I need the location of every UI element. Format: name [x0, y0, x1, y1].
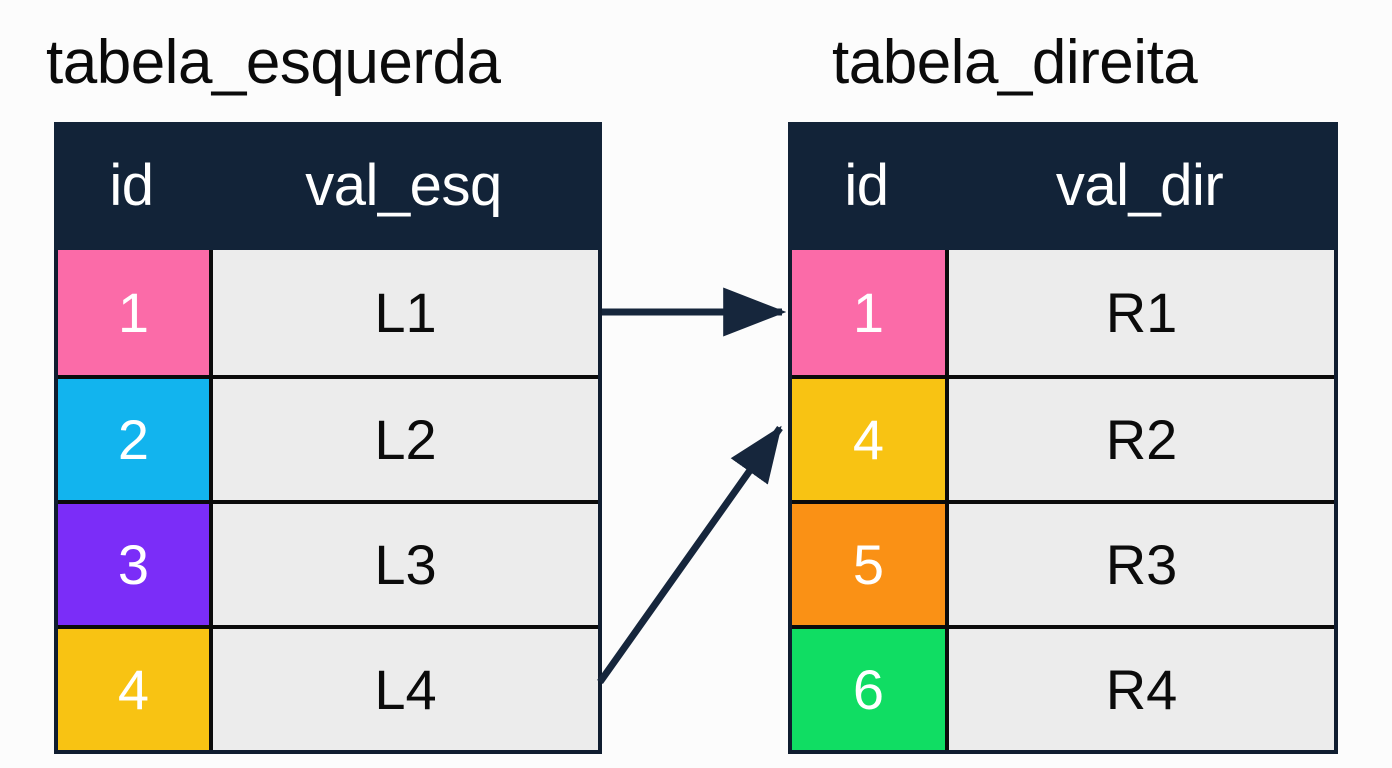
- table-row: 3 L3: [58, 500, 598, 625]
- left-row-2-id: 2: [58, 375, 209, 500]
- left-row-4-value: L4: [209, 625, 598, 750]
- table-row: 1 L1: [58, 250, 598, 375]
- left-table: id val_esq 1 L1 2 L2 3 L3 4 L4: [54, 122, 602, 754]
- right-row-3-value: R3: [945, 500, 1334, 625]
- left-row-3-value: L3: [209, 500, 598, 625]
- table-row: 5 R3: [792, 500, 1334, 625]
- left-row-4-id: 4: [58, 625, 209, 750]
- right-table-title: tabela_direita: [832, 28, 1198, 97]
- right-header-id: id: [844, 153, 889, 218]
- left-header-value: val_esq: [305, 153, 502, 218]
- left-table-title: tabela_esquerda: [46, 28, 501, 97]
- table-row: 2 L2: [58, 375, 598, 500]
- right-row-1-id: 1: [792, 250, 945, 375]
- left-row-3-id: 3: [58, 500, 209, 625]
- right-row-1-value: R1: [945, 250, 1334, 375]
- left-table-body: 1 L1 2 L2 3 L3 4 L4: [54, 250, 602, 754]
- table-row: 6 R4: [792, 625, 1334, 750]
- right-table-header-row: id val_dir: [788, 122, 1338, 250]
- left-header-id: id: [109, 153, 154, 218]
- left-row-1-value: L1: [209, 250, 598, 375]
- table-row: 4 L4: [58, 625, 598, 750]
- table-row: 1 R1: [792, 250, 1334, 375]
- right-table-body: 1 R1 4 R2 5 R3 6 R4: [788, 250, 1338, 754]
- right-row-3-id: 5: [792, 500, 945, 625]
- right-table: id val_dir 1 R1 4 R2 5 R3 6 R4: [788, 122, 1338, 754]
- left-table-header-row: id val_esq: [54, 122, 602, 250]
- table-row: 4 R2: [792, 375, 1334, 500]
- right-row-4-id: 6: [792, 625, 945, 750]
- left-row-1-id: 1: [58, 250, 209, 375]
- left-row-2-value: L2: [209, 375, 598, 500]
- join-arrow-id-4: [597, 425, 783, 685]
- right-row-4-value: R4: [945, 625, 1334, 750]
- right-row-2-id: 4: [792, 375, 945, 500]
- right-row-2-value: R2: [945, 375, 1334, 500]
- right-header-value: val_dir: [1055, 153, 1224, 218]
